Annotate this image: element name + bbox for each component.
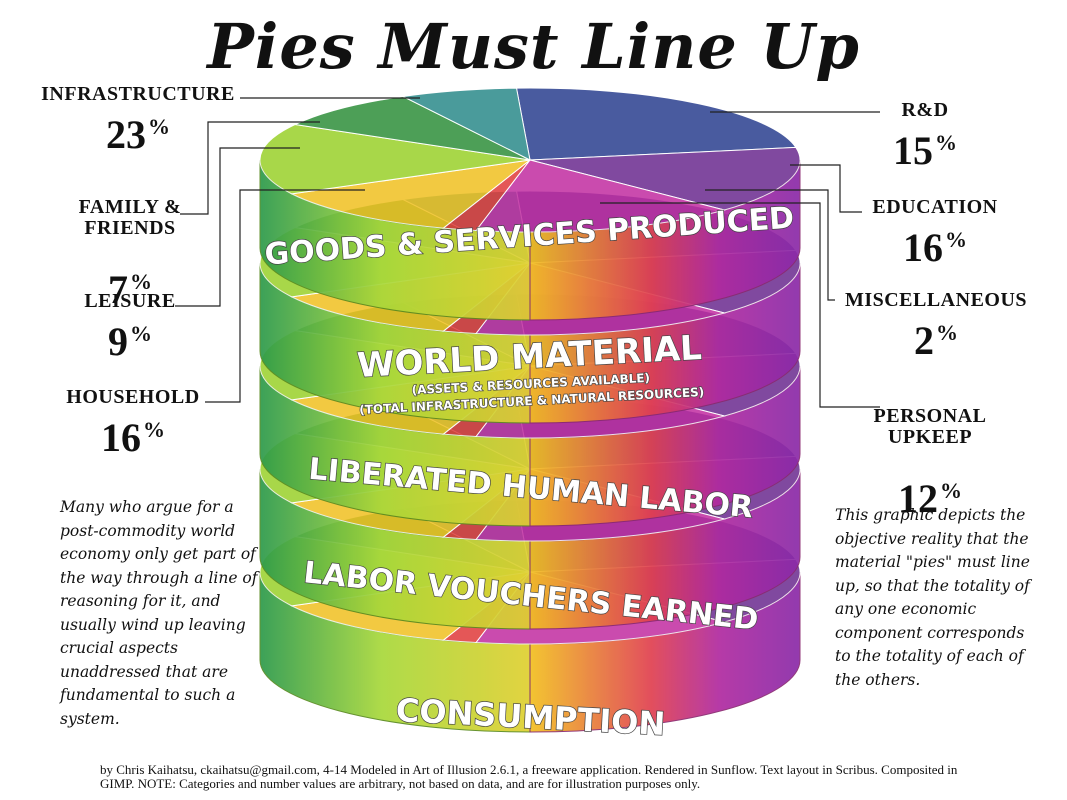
category-name: FAMILY & FRIENDS xyxy=(78,196,182,239)
category-name: EDUCATION xyxy=(872,196,998,218)
pie-slice xyxy=(401,87,531,161)
note-right: This graphic depicts the objective reali… xyxy=(835,506,1030,689)
category-household: HOUSEHOLD 16% xyxy=(48,387,218,460)
pie-slice xyxy=(515,87,797,161)
category-name: R&D xyxy=(901,99,949,121)
category-miscellaneous: MISCELLANEOUS 2% xyxy=(836,290,1036,363)
category-percent: 7% xyxy=(108,267,152,312)
note-left: Many who argue for a post-commodity worl… xyxy=(60,498,258,728)
category-rd: R&D 15% xyxy=(860,100,990,173)
category-family-friends: FAMILY & FRIENDS 7% xyxy=(60,176,200,333)
leader-lines xyxy=(175,97,880,408)
category-percent: 2% xyxy=(914,318,958,363)
category-name: LEISURE xyxy=(84,290,176,312)
page-title: Pies Must Line Up xyxy=(207,10,860,83)
category-percent: 9% xyxy=(108,319,152,364)
category-name: MISCELLANEOUS xyxy=(844,289,1028,311)
category-name: PERSONAL UPKEEP xyxy=(873,405,987,448)
pie-slice xyxy=(475,159,727,233)
category-infrastructure: INFRASTRUCTURE 23% xyxy=(38,84,238,157)
category-education: EDUCATION 16% xyxy=(855,197,1015,270)
category-percent: 15% xyxy=(893,128,957,173)
pie-layer xyxy=(259,87,801,321)
footer-credits: by Chris Kaihatsu, ckaihatsu@gmail.com, … xyxy=(100,762,958,791)
category-name: HOUSEHOLD xyxy=(66,386,200,408)
category-leisure: LEISURE 9% xyxy=(60,291,200,364)
category-personal-upkeep: PERSONAL UPKEEP 12% xyxy=(860,385,1000,542)
category-percent: 16% xyxy=(903,225,967,270)
category-percent: 16% xyxy=(101,415,165,460)
category-percent: 23% xyxy=(106,112,170,157)
pie-slice xyxy=(259,123,531,195)
category-percent: 12% xyxy=(898,476,962,521)
pie-slice xyxy=(529,146,801,211)
pie-slice xyxy=(290,159,532,229)
category-name: INFRASTRUCTURE xyxy=(41,83,235,105)
